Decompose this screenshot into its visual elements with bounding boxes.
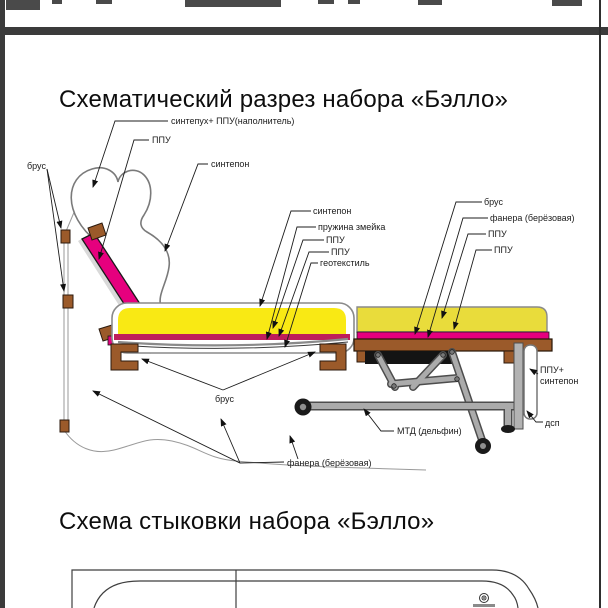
label-brus-backrest: брус	[27, 161, 46, 171]
label-geotextile: геотекстиль	[320, 258, 370, 268]
seat-geotextile-line	[117, 341, 349, 349]
label-ppu-seat-2: ППУ	[331, 247, 350, 257]
label-ppu-bed-1: ППУ	[488, 229, 507, 239]
seat-foam-yellow	[118, 308, 346, 334]
label-sintepuh-ppu-filler: синтепух+ ППУ(наполнитель)	[171, 116, 295, 126]
label-ppu-plus: ППУ+	[540, 365, 564, 375]
label-plywood-birch-side: фанера (берёзовая)	[287, 458, 372, 468]
connector-symbol	[473, 593, 495, 607]
right-page-border	[599, 0, 601, 608]
label-plywood-birch-bed: фанера (берёзовая)	[490, 213, 575, 223]
label-ppu-backrest: ППУ	[152, 135, 171, 145]
label-mtd-dolphin-mechanism: МТД (дельфин)	[397, 426, 462, 436]
label-sintepon-backrest: синтепон	[211, 159, 250, 169]
label-dsp-chipboard: дсп	[545, 418, 560, 428]
leader-lines	[46, 120, 543, 464]
seat-crimson-layer	[114, 334, 350, 340]
bed-back-panel	[523, 344, 538, 420]
dsp-side-bar	[513, 342, 524, 430]
label-ppu-seat-1: ППУ	[326, 235, 345, 245]
label-sintepon-seat: синтепон	[313, 206, 352, 216]
bed-foam-yellow	[356, 306, 548, 333]
section-title-cross-section: Схематический разрез набора «Бэлло»	[59, 86, 509, 113]
section-title-joining-scheme: Схема стыковки набора «Бэлло»	[59, 508, 435, 535]
seat-left-bracket	[110, 343, 139, 371]
bed-magenta-layer	[356, 331, 550, 340]
label-brus-bed: брус	[484, 197, 503, 207]
label-sintepon-panel: синтепон	[540, 376, 579, 386]
joining-scheme-outline	[71, 569, 539, 608]
label-brus-seat: брус	[215, 394, 234, 404]
seat-spring-line	[117, 337, 349, 347]
label-spring-snake: пружина змейка	[318, 222, 386, 232]
label-ppu-bed-2: ППУ	[494, 245, 513, 255]
previous-page-fragments	[6, 0, 582, 10]
seat-right-bracket	[319, 343, 347, 371]
left-edge-bar	[0, 0, 5, 608]
mtd-mechanism-links	[294, 342, 525, 454]
page-separator-bar	[0, 27, 608, 35]
